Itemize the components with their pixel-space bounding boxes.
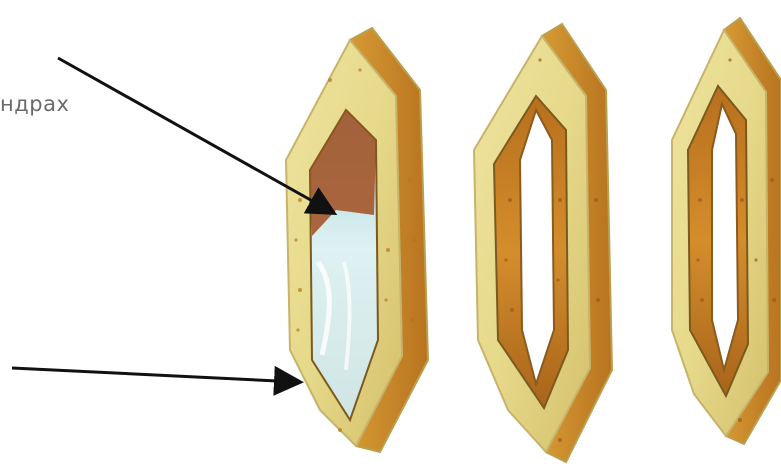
cell-middle bbox=[474, 24, 612, 462]
cell-left bbox=[286, 28, 428, 452]
arrow-icon bbox=[58, 58, 332, 212]
cell-right bbox=[672, 18, 781, 444]
cropped-label-top: ндрах bbox=[0, 92, 69, 116]
cell-middle-lumen bbox=[520, 110, 554, 384]
cell-right-lumen bbox=[712, 104, 738, 370]
arrow-icon bbox=[12, 368, 298, 382]
